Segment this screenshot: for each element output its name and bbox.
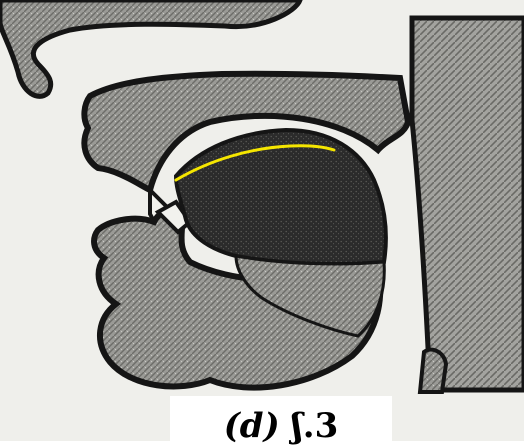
caption-symbol: ʃ.3 [292,406,339,446]
figure-caption: (d) ʃ.3 [224,409,339,443]
pharyngeal-wall [412,18,524,390]
epiglottis [420,350,446,392]
caption-label: (d) [224,406,280,446]
caption-area: (d) ʃ.3 [170,396,392,441]
